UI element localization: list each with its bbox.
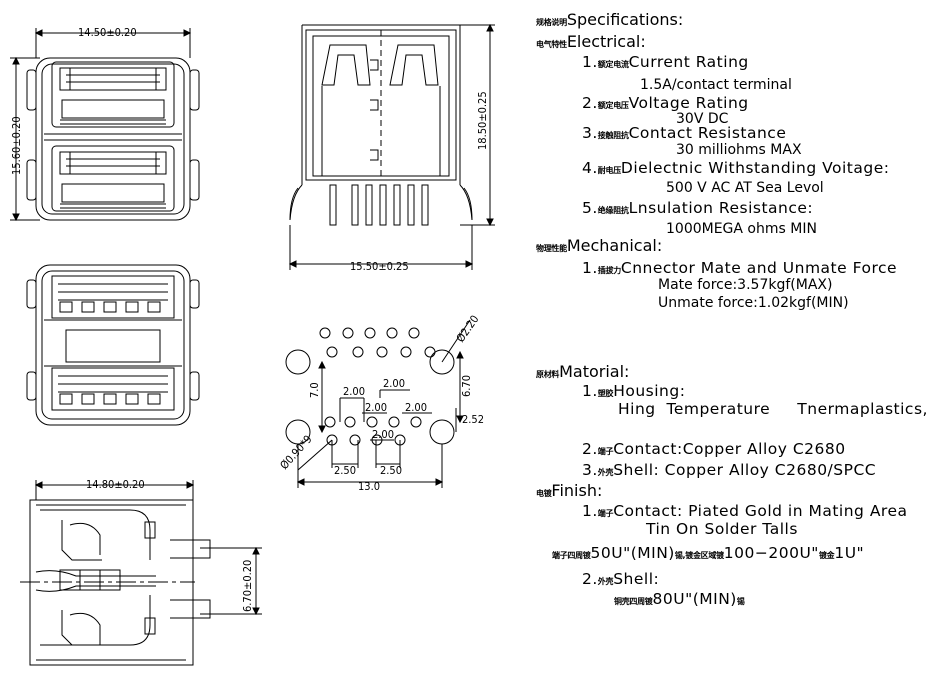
dielectric-label: 4.耐电压Dielectnic Withstanding Voitage:	[582, 159, 890, 177]
mechanical-heading: 物理性能Mechanical:	[536, 236, 663, 255]
section-view: 14.80±0.20 6.70±0.20	[20, 478, 262, 666]
pcb-7-dim: 7.0	[308, 382, 321, 398]
pcb-pitch-d: 2.00	[405, 401, 427, 414]
section-width-dim: 14.80±0.20	[86, 478, 145, 491]
material-heading: 原材料Matorial:	[536, 362, 630, 381]
pcb-670-dim: 6.70	[460, 375, 473, 397]
front-width-dim: 14.50±0.20	[78, 26, 137, 39]
pcb-layout: Ø2.20 Ø0.90*9 7.0 6.70 2.00 2.00 2.00 2.…	[278, 313, 484, 493]
pcb-small-hole-dim: Ø0.90*9	[278, 433, 315, 472]
insulation-label: 5.绝缘阻抗Lnsulation Resistance:	[582, 199, 814, 217]
electrical-heading: 电气特性Electrical:	[536, 32, 646, 51]
side-width-dim: 15.50±0.25	[350, 260, 409, 273]
section-offset-dim: 6.70±0.20	[241, 560, 254, 612]
pcb-pitch-b: 2.00	[383, 377, 405, 390]
insulation-value: 1000MEGA ohms MIN	[666, 221, 817, 237]
finish-plating-line: 端子四周镀50U"(MIN)锡,镀金区域镀100−200U"镀金1U"	[552, 544, 865, 562]
dielectric-value: 500 V AC AT Sea Levol	[666, 180, 824, 196]
pcb-bottom-a: 2.50	[334, 464, 356, 477]
front-view: 14.50±0.20 15.60±0.20	[10, 26, 200, 222]
housing-label: 1.塑胶Housing:	[582, 382, 686, 400]
shell-plating-line: 铜壳四周镀80U"(MIN)锡	[614, 590, 745, 608]
pcb-pitch-c: 2.00	[365, 401, 387, 414]
technical-drawing: 14.50±0.20 15.60±0.20	[10, 23, 495, 666]
pcb-overall-dim: 13.0	[358, 480, 380, 493]
shell-material-label: 3.外壳Shell: Copper Alloy C2680/SPCC	[582, 461, 877, 479]
finish-contact-value: Tin On Solder Talls	[646, 520, 798, 538]
side-height-dim: 18.50±0.25	[476, 91, 489, 150]
pcb-pitch-e: 2.00	[372, 428, 394, 441]
finish-contact-label: 1.端子Contact: Piated Gold in Mating Area	[582, 502, 908, 520]
finish-shell-label: 2.外壳Shell:	[582, 570, 660, 588]
pcb-pitch-a: 2.00	[343, 385, 365, 398]
contact-material-label: 2.端子Contact:Copper Alloy C2680	[582, 440, 846, 458]
pcb-large-hole-dim: Ø2.20	[454, 313, 482, 345]
unmate-force-value: Unmate force:1.02kgf(MIN)	[658, 295, 849, 311]
contact-resistance-value: 30 milliohms MAX	[676, 142, 802, 158]
pcb-252-dim: 2.52	[462, 413, 484, 426]
current-rating-label: 1.额定电流Current Rating	[582, 53, 749, 71]
insertion-force-label: 1.插拔力Cnnector Mate and Unmate Force	[582, 259, 898, 277]
contact-resistance-label: 3.接触阻抗Contact Resistance	[582, 124, 787, 142]
specifications-heading: 规格说明Specifications:	[536, 10, 684, 29]
mate-force-value: Mate force:3.57kgf(MAX)	[658, 277, 833, 293]
current-rating-value: 1.5A/contact terminal	[640, 77, 792, 93]
housing-value: Hing Temperature Tnermaplastics,	[618, 400, 928, 418]
rear-view	[26, 264, 200, 426]
specifications-panel: 规格说明Specifications: 电气特性Electrical: 1.额定…	[530, 0, 940, 674]
finish-heading: 电镀Finish:	[536, 481, 603, 500]
voltage-rating-value: 30V DC	[676, 111, 729, 127]
pcb-bottom-b: 2.50	[380, 464, 402, 477]
voltage-rating-label: 2.额定电压Voltage Rating	[582, 94, 749, 112]
side-view: 15.50±0.25 18.50±0.25	[288, 23, 495, 273]
front-height-dim: 15.60±0.20	[10, 116, 23, 175]
